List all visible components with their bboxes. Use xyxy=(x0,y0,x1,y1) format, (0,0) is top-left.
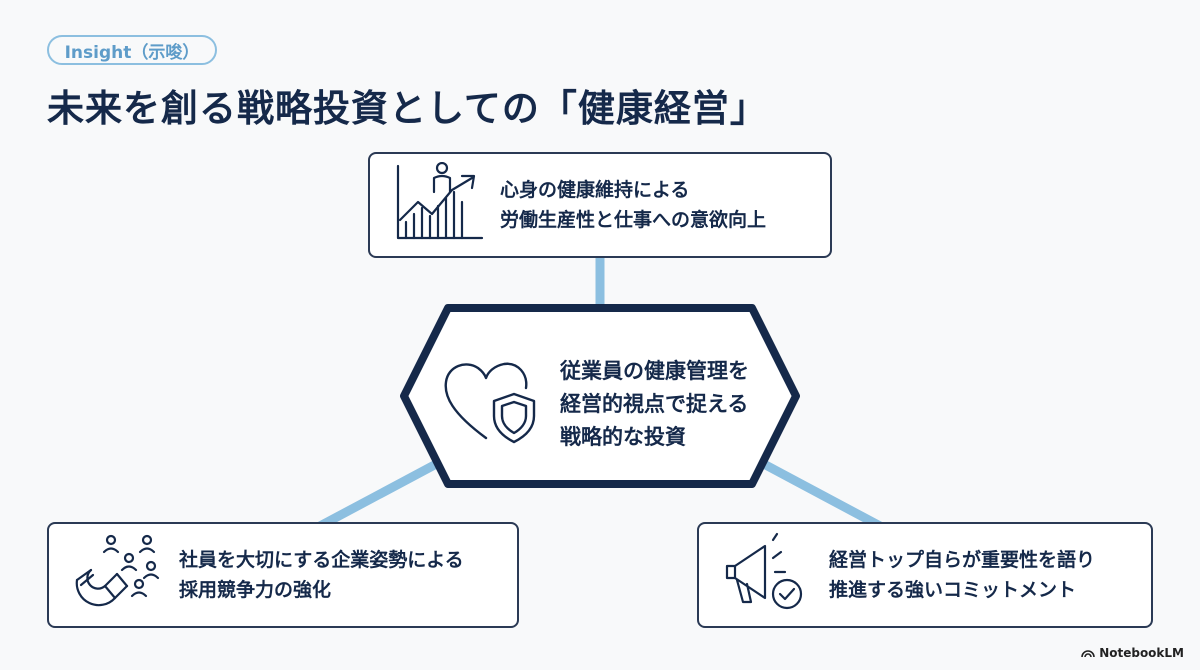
connector-right xyxy=(757,458,883,530)
card-productivity: 心身の健康維持による 労働生産性と仕事への意欲向上 xyxy=(368,152,832,258)
card-left-line-1: 社員を大切にする企業姿勢による xyxy=(179,549,464,571)
card-top-line-2: 労働生産性と仕事への意欲向上 xyxy=(500,209,767,231)
center-line-2: 経営的視点で捉える xyxy=(560,392,749,416)
card-recruitment: 社員を大切にする企業姿勢による 採用競争力の強化 xyxy=(47,522,519,628)
insight-badge: Insight（示唆） xyxy=(47,35,217,65)
center-line-3: 戦略的な投資 xyxy=(560,425,686,449)
card-right-line-2: 推進する強いコミットメント xyxy=(829,579,1077,601)
notebooklm-logo: NotebookLM xyxy=(1081,646,1184,660)
page-title: 未来を創る戦略投資としての「健康経営」 xyxy=(47,87,768,130)
connector-left xyxy=(317,458,443,530)
growth-chart-person-icon xyxy=(392,161,484,248)
card-top-line-1: 心身の健康維持による xyxy=(500,179,690,201)
heart-shield-icon xyxy=(442,358,542,452)
card-right-line-1: 経営トップ自らが重要性を語り xyxy=(829,549,1096,571)
card-left-line-2: 採用競争力の強化 xyxy=(179,579,332,601)
notebooklm-logo-icon xyxy=(1081,650,1095,658)
card-commitment: 経営トップ自らが重要性を語り 推進する強いコミットメント xyxy=(697,522,1153,628)
magnet-people-icon xyxy=(71,532,163,618)
megaphone-check-icon xyxy=(721,532,813,618)
logo-text: NotebookLM xyxy=(1099,646,1184,660)
center-line-1: 従業員の健康管理を xyxy=(560,359,749,383)
center-hexagon xyxy=(400,304,800,488)
